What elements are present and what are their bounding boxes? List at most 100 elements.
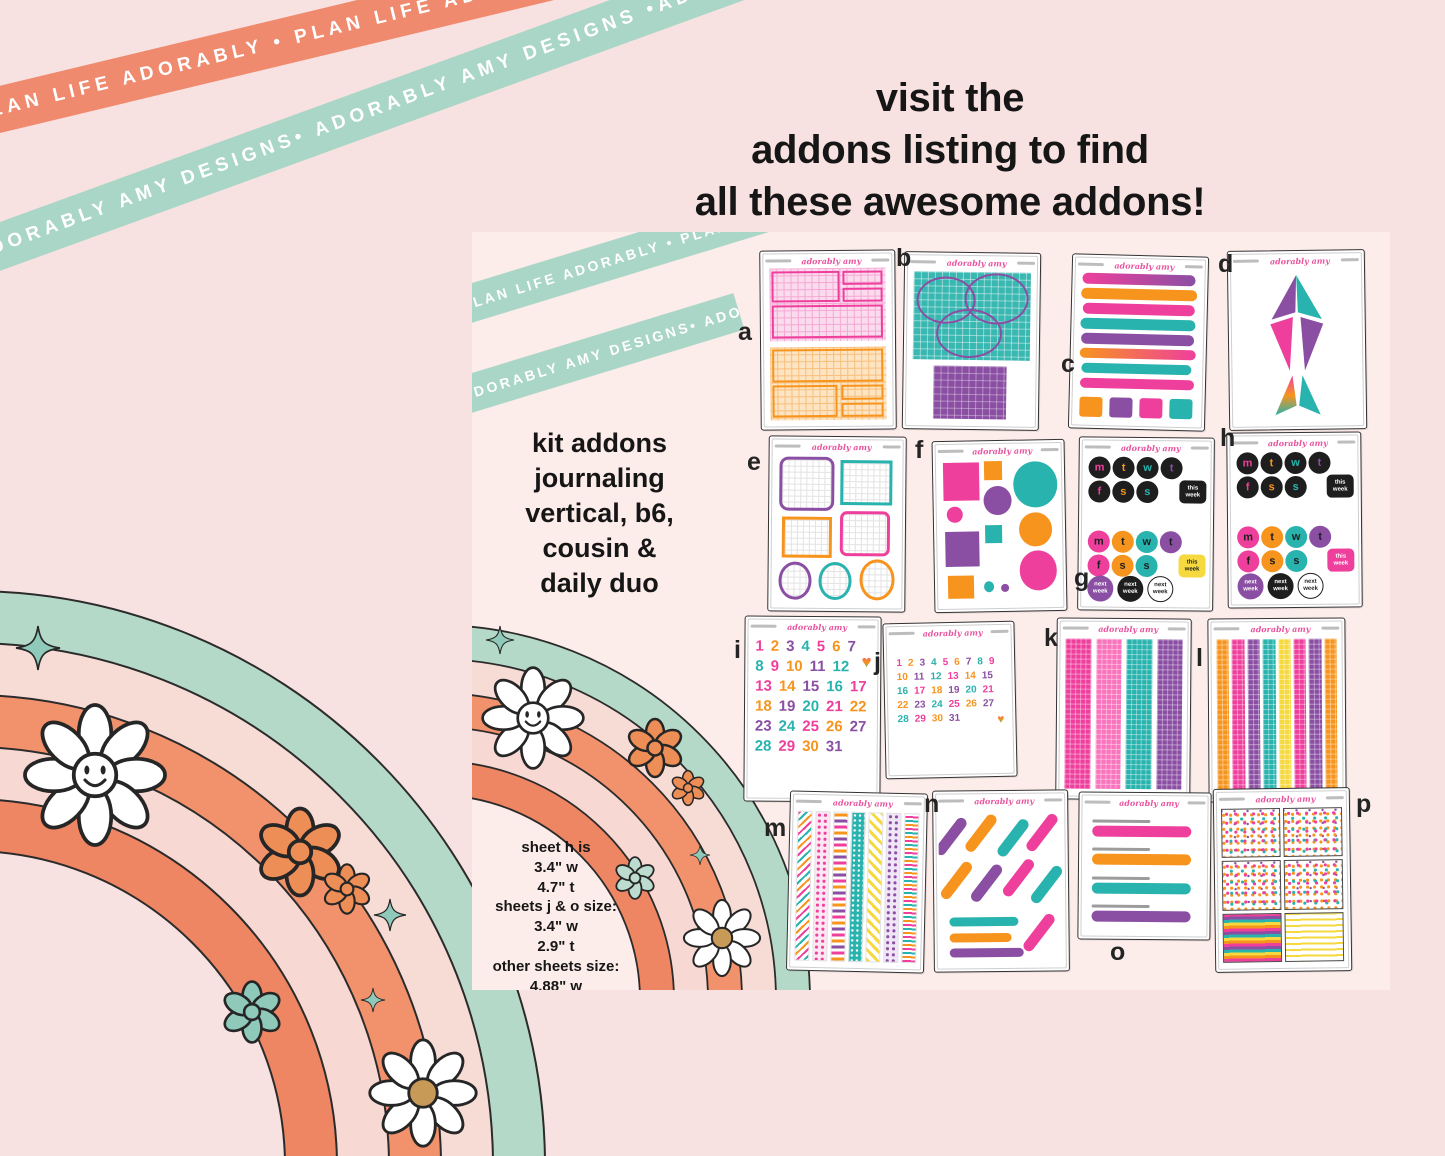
sheet-label-o: o	[1110, 938, 1126, 966]
date-number: 14	[964, 670, 976, 682]
date-number: 15	[981, 670, 994, 682]
sheet-label-a: a	[738, 318, 752, 346]
weekday-dot: s	[1260, 476, 1283, 499]
sheet-header: adorably amy	[1084, 796, 1206, 808]
date-number: 30	[931, 713, 944, 725]
sheet-header: adorably amy	[795, 796, 922, 810]
sheet-label-j: j	[874, 648, 881, 676]
weekday-dot: w	[1284, 451, 1307, 475]
date-number: 13	[947, 671, 959, 683]
white-daisy	[682, 898, 762, 978]
weekday-dot: t	[1260, 452, 1283, 475]
sheet-header: adorably amy	[1062, 622, 1186, 634]
size-info-line: other sheets size:	[492, 957, 620, 975]
sheet-f-solid-shapes: adorably amy	[931, 438, 1068, 614]
weekday-dot: s	[1285, 549, 1308, 573]
weekday-dot: t	[1112, 456, 1135, 479]
weekday-dot: f	[1237, 550, 1260, 573]
weekday-dot: s	[1112, 480, 1135, 503]
date-number: 3	[919, 657, 926, 669]
date-number: 17	[849, 678, 867, 696]
sheet-label-g: g	[1074, 564, 1090, 592]
next-week-dot: next week	[1297, 572, 1324, 599]
date-number: 10	[785, 657, 803, 675]
date-number: 4	[801, 637, 810, 655]
panel-title-line: daily duo	[540, 568, 659, 599]
date-number: 26	[965, 698, 978, 710]
next-week-dot: next week	[1147, 576, 1174, 603]
sheet-l-thin-columns: adorably amy	[1207, 617, 1347, 803]
date-number: 9	[988, 656, 995, 668]
brand-script: adorably amy	[1114, 259, 1175, 272]
date-number: 21	[826, 697, 843, 716]
date-number: 11	[809, 657, 826, 675]
date-number: 13	[755, 677, 772, 695]
heart-sticker: ♥	[997, 711, 1005, 726]
sheet-label-e: e	[747, 448, 761, 476]
panel-title-line: cousin &	[542, 533, 657, 564]
next-week-dot: next week	[1087, 575, 1114, 602]
brand-script: adorably amy	[922, 626, 983, 639]
brand-script: adorably amy	[801, 255, 862, 266]
size-info-line: 3.4" w	[534, 918, 578, 936]
date-number: 6	[832, 637, 841, 655]
size-info-line: sheet h is	[521, 839, 591, 856]
weekday-dot: s	[1284, 475, 1307, 499]
panel-title-line: kit addons	[531, 428, 667, 458]
sheet-d-kite-triangles: adorably amy	[1226, 249, 1368, 431]
sheet-c-scribble-strips: adorably amy	[1067, 253, 1210, 432]
sheet-header: adorably amy	[1084, 441, 1209, 453]
sheet-b-circles-grid: adorably amy	[901, 251, 1042, 431]
weekday-dot: m	[1236, 452, 1259, 475]
brand-script: adorably amy	[1120, 442, 1181, 453]
smiley-daisy	[481, 666, 585, 770]
next-week-dot: next week	[1267, 573, 1294, 600]
weekday-dot: m	[1237, 526, 1260, 549]
date-number: 8	[977, 656, 984, 668]
sheet-c-content	[1074, 271, 1203, 423]
date-number: 16	[896, 686, 909, 698]
date-number: 23	[754, 717, 772, 735]
heading-line: all these awesome addons!	[694, 180, 1206, 224]
weekday-dot: w	[1135, 530, 1158, 554]
date-number: 5	[816, 637, 826, 655]
weekday-dot: t	[1160, 457, 1183, 480]
date-number: 16	[826, 677, 843, 696]
sheet-k-content	[1061, 635, 1185, 792]
date-number: 23	[914, 699, 926, 711]
weekday-dot: s	[1135, 554, 1158, 578]
sheet-a-content	[765, 267, 890, 422]
sheet-label-c: c	[1061, 350, 1075, 378]
sheet-header: adorably amy	[910, 256, 1036, 269]
date-number: 28	[754, 737, 772, 755]
date-number: 22	[897, 700, 909, 712]
date-number: 24	[778, 717, 796, 735]
date-number: 7	[847, 638, 856, 656]
date-number: 25	[948, 698, 960, 711]
brand-script: adorably amy	[1267, 437, 1328, 448]
sheet-k-wide-columns: adorably amy	[1055, 617, 1192, 801]
date-number: 11	[913, 671, 925, 683]
date-number: 30	[802, 737, 819, 755]
sheet-header: adorably amy	[1232, 436, 1356, 448]
date-number: 20	[802, 697, 820, 715]
date-number: 19	[778, 697, 796, 715]
this-week-badge: this week	[1178, 554, 1206, 578]
date-number: 7	[965, 656, 972, 668]
weekday-dot: f	[1236, 476, 1259, 499]
sheet-label-b: b	[896, 244, 912, 272]
sheet-header: adorably amy	[1077, 258, 1203, 272]
date-number: 2	[770, 637, 780, 655]
date-number: 20	[965, 684, 977, 696]
sheet-label-d: d	[1218, 250, 1234, 278]
sheet-header: adorably amy	[938, 794, 1063, 806]
